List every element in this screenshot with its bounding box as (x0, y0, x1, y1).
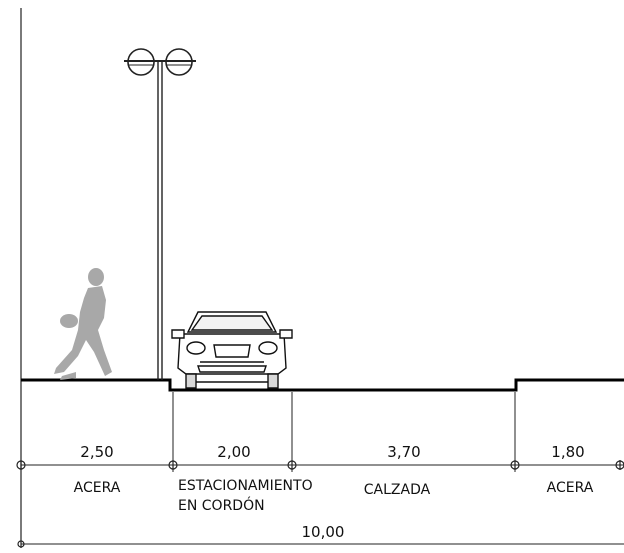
segment-width-parking: 2,00 (217, 443, 250, 461)
street-profile (21, 378, 624, 392)
total-width: 10,00 (302, 523, 345, 541)
segment-label-parking-line1: ESTACIONAMIENTO (178, 478, 313, 494)
segment-width-acera-left: 2,50 (80, 443, 113, 461)
segment-label-acera-right: ACERA (547, 480, 594, 496)
street-lamp-icon (124, 48, 196, 380)
segment-width-acera-right: 1,80 (551, 443, 584, 461)
segment-label-calzada: CALZADA (364, 482, 431, 498)
segment-label-acera-left: ACERA (74, 480, 121, 496)
reference-lines (172, 392, 516, 472)
car-icon (171, 311, 293, 389)
segment-width-calzada: 3,70 (387, 443, 420, 461)
pedestrian-icon (54, 268, 112, 380)
segment-label-parking-line2: EN CORDÓN (178, 496, 265, 514)
total-dimension-ticks (17, 540, 25, 548)
dimension-ticks (16, 460, 624, 470)
